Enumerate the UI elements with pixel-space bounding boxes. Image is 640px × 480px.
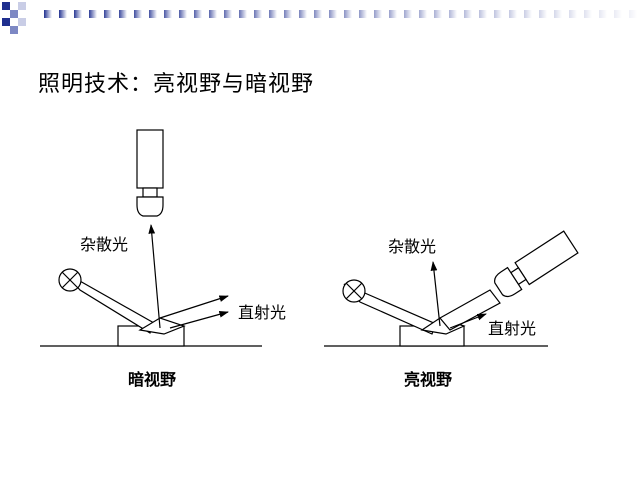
checker-bar-square <box>209 10 217 18</box>
checker-bar-square <box>254 10 262 18</box>
checker-bar-square <box>554 10 562 18</box>
checker-bar-square <box>134 10 142 18</box>
checker-square <box>26 2 34 10</box>
checker-bar-square <box>434 10 442 18</box>
dark-field-scatter-arrow <box>148 224 161 329</box>
checker-bar-square <box>509 10 517 18</box>
checker-bar-square <box>149 10 157 18</box>
checker-bar-square <box>44 10 52 18</box>
dark-field-scatter-label: 杂散光 <box>80 235 128 254</box>
bright-field-direct-label: 直射光 <box>488 319 536 338</box>
dark-field-lamp-icon <box>58 268 82 292</box>
checker-bar-square <box>614 10 622 18</box>
bright-field-reflected-beam <box>439 289 501 331</box>
checker-bar-square <box>344 10 352 18</box>
checker-square <box>2 2 10 10</box>
checker-square <box>34 10 42 18</box>
checker-square <box>18 18 26 26</box>
bright-field-diagram <box>324 230 579 347</box>
checker-square <box>34 18 42 26</box>
bright-field-reflection-wedge <box>420 317 466 335</box>
checker-square <box>18 10 26 18</box>
slide-title: 照明技术：亮视野与暗视野 <box>38 72 315 97</box>
checker-square <box>2 26 10 34</box>
checker-bar-square <box>164 10 172 18</box>
bright-field-lamp-icon <box>342 279 366 303</box>
header-checker-decoration <box>2 2 637 34</box>
checker-bar-square <box>359 10 367 18</box>
checker-square <box>10 18 18 26</box>
dark-field-reflection-wedge <box>138 317 186 335</box>
checker-square <box>26 18 34 26</box>
checker-bar-square <box>449 10 457 18</box>
dark-field-direct-label: 直射光 <box>238 303 286 322</box>
checker-square <box>10 2 18 10</box>
dark-field-caption: 暗视野 <box>128 370 176 389</box>
checker-bar-square <box>599 10 607 18</box>
bright-field-scatter-label: 杂散光 <box>388 237 436 256</box>
checker-bar-square <box>494 10 502 18</box>
checker-square <box>10 10 18 18</box>
checker-bar-square <box>464 10 472 18</box>
checker-square <box>2 18 10 26</box>
checker-square <box>34 26 42 34</box>
dark-field-diagram <box>40 129 262 347</box>
checker-bar-square <box>479 10 487 18</box>
checker-bar-square <box>224 10 232 18</box>
checker-square <box>18 26 26 34</box>
bright-field-caption: 亮视野 <box>404 370 452 389</box>
checker-bar-square <box>59 10 67 18</box>
checker-bar-square <box>329 10 337 18</box>
checker-square <box>26 10 34 18</box>
checker-bar-square <box>119 10 127 18</box>
checker-bar-square <box>584 10 592 18</box>
checker-bar-square <box>314 10 322 18</box>
dark-field-direct-arrow-2 <box>169 311 229 329</box>
checker-square <box>34 2 42 10</box>
checker-bar-square <box>389 10 397 18</box>
checker-bar-square <box>284 10 292 18</box>
bright-field-direct-arrow <box>449 313 487 329</box>
checker-bar-square <box>404 10 412 18</box>
checker-bar-square <box>524 10 532 18</box>
checker-square <box>2 10 10 18</box>
checker-square <box>26 26 34 34</box>
checker-bar-square <box>419 10 427 18</box>
checker-bar-square <box>269 10 277 18</box>
checker-bar-square <box>179 10 187 18</box>
checker-bar-square <box>539 10 547 18</box>
checker-bar-square <box>299 10 307 18</box>
checker-bar-square <box>74 10 82 18</box>
checker-bar-square <box>239 10 247 18</box>
dark-field-direct-arrow-1 <box>159 295 229 319</box>
checker-bar-square <box>629 10 637 18</box>
checker-square <box>10 26 18 34</box>
checker-bar-square <box>374 10 382 18</box>
checker-square <box>18 2 26 10</box>
checker-bar-square <box>194 10 202 18</box>
checker-bar-square <box>104 10 112 18</box>
bright-field-camera-icon <box>494 230 579 298</box>
dark-field-camera-icon <box>136 129 164 217</box>
checker-bar-square <box>89 10 97 18</box>
checker-bar-square <box>569 10 577 18</box>
bright-field-scatter-arrow <box>430 261 441 327</box>
